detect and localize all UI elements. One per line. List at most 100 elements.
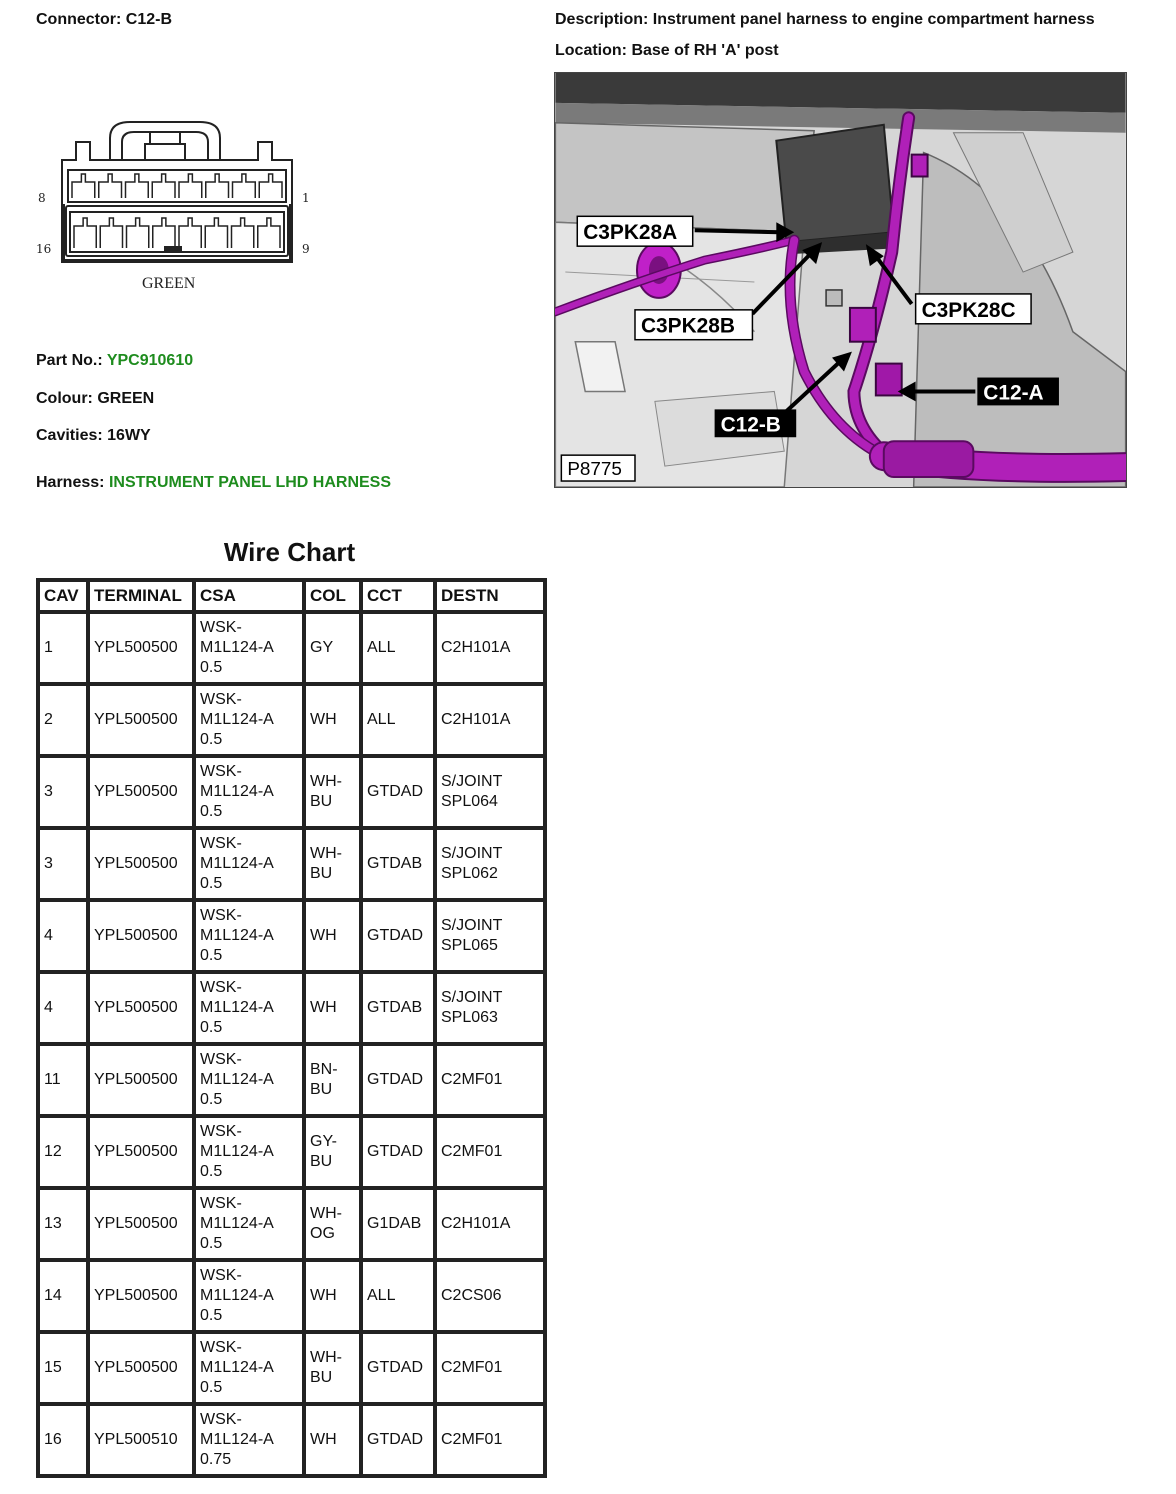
cell-terminal: YPL500500	[88, 972, 194, 1044]
header-destn: DESTN	[435, 580, 545, 612]
callout-c12-b: C12-B	[721, 413, 781, 436]
cell-cav: 1	[38, 612, 88, 684]
callout-c3pk28b: C3PK28B	[641, 315, 735, 338]
cell-destn: C2MF01	[435, 1044, 545, 1116]
cell-cct: G1DAB	[361, 1188, 435, 1260]
cell-cct: GTDAD	[361, 1044, 435, 1116]
cell-col: WH	[304, 1404, 361, 1476]
cell-destn: S/JOINT SPL065	[435, 900, 545, 972]
colour-field: Colour: GREEN	[36, 390, 154, 408]
part-no-link[interactable]: YPC910610	[106, 352, 194, 369]
cavities-label: Cavities:	[36, 427, 103, 444]
cell-cav: 3	[38, 756, 88, 828]
wire-chart-title: Wire Chart	[223, 537, 356, 567]
cell-terminal: YPL500500	[88, 1116, 194, 1188]
top-cavity-row	[71, 173, 283, 198]
cell-csa: WSK-M1L124-A 0.5	[194, 684, 304, 756]
cell-cav: 11	[38, 1044, 88, 1116]
header-cav: CAV	[38, 580, 88, 612]
connector-cavity	[231, 173, 256, 198]
cell-destn: S/JOINT SPL064	[435, 756, 545, 828]
cell-csa: WSK-M1L124-A 0.5	[194, 756, 304, 828]
cell-cct: GTDAD	[361, 1116, 435, 1188]
cell-col: WH-BU	[304, 828, 361, 900]
cell-csa: WSK-M1L124-A 0.5	[194, 612, 304, 684]
cell-terminal: YPL500500	[88, 828, 194, 900]
cell-destn: C2H101A	[435, 684, 545, 756]
connector-colour-caption: GREEN	[142, 275, 196, 292]
description-field: Description: Instrument panel harness to…	[555, 11, 1095, 29]
connector-cavity	[204, 217, 229, 248]
cell-col: WH	[304, 900, 361, 972]
cell-csa: WSK-M1L124-A 0.5	[194, 1044, 304, 1116]
cell-terminal: YPL500500	[88, 1332, 194, 1404]
connector-cavity	[152, 217, 176, 248]
cell-cct: GTDAB	[361, 972, 435, 1044]
colour-value: GREEN	[97, 390, 155, 407]
harness-label: Harness:	[36, 474, 105, 491]
connector-cavity	[125, 217, 150, 248]
header-col: COL	[304, 580, 361, 612]
connector-value: C12-B	[125, 11, 173, 28]
cell-col: WH-BU	[304, 756, 361, 828]
callout-c3pk28a: C3PK28A	[583, 221, 677, 244]
connector-label: Connector:	[36, 11, 122, 28]
connector-cavity	[178, 217, 202, 248]
cell-cav: 4	[38, 900, 88, 972]
pin-label-bottom-left: 16	[36, 242, 51, 256]
cell-terminal: YPL500500	[88, 612, 194, 684]
header-cct: CCT	[361, 580, 435, 612]
cell-destn: C2MF01	[435, 1116, 545, 1188]
figure-id: P8775	[567, 459, 622, 480]
cell-col: WH	[304, 972, 361, 1044]
connector-face-diagram: 8 1 16 9 GREEN	[36, 121, 310, 292]
cell-col: WH	[304, 1260, 361, 1332]
description-label: Description:	[555, 11, 649, 28]
cell-col: BN-BU	[304, 1044, 361, 1116]
part-no-label: Part No.:	[36, 352, 103, 369]
cell-csa: WSK-M1L124-A 0.5	[194, 1116, 304, 1188]
cell-cav: 15	[38, 1332, 88, 1404]
cell-csa: WSK-M1L124-A 0.5	[194, 900, 304, 972]
connector-cavity	[99, 217, 124, 248]
cell-csa: WSK-M1L124-A 0.5	[194, 1332, 304, 1404]
cell-col: WH	[304, 684, 361, 756]
location-field: Location: Base of RH 'A' post	[555, 42, 779, 60]
harness-field: Harness: INSTRUMENT PANEL LHD HARNESS	[36, 474, 391, 492]
location-value: Base of RH 'A' post	[631, 42, 779, 59]
cell-cct: GTDAB	[361, 828, 435, 900]
cell-cct: ALL	[361, 612, 435, 684]
cell-terminal: YPL500500	[88, 1188, 194, 1260]
cell-cav: 2	[38, 684, 88, 756]
cell-cct: GTDAD	[361, 756, 435, 828]
connector-cavity	[98, 173, 123, 198]
cell-destn: C2H101A	[435, 612, 545, 684]
wire-chart-header-row: CAV TERMINAL CSA COL CCT DESTN	[38, 580, 545, 612]
connector-field: Connector: C12-B	[36, 11, 172, 29]
cell-terminal: YPL500500	[88, 684, 194, 756]
part-no-field: Part No.: YPC910610	[36, 352, 193, 370]
cell-cav: 16	[38, 1404, 88, 1476]
header-terminal: TERMINAL	[88, 580, 194, 612]
connector-cavity	[230, 217, 255, 248]
cell-cct: GTDAD	[361, 1404, 435, 1476]
cell-cct: GTDAD	[361, 900, 435, 972]
connector-cavity	[71, 173, 96, 198]
harness-link[interactable]: INSTRUMENT PANEL LHD HARNESS	[108, 474, 392, 491]
connector-cavity	[258, 173, 283, 198]
cell-cct: ALL	[361, 684, 435, 756]
cell-cav: 4	[38, 972, 88, 1044]
callout-c12-a: C12-A	[983, 381, 1043, 404]
cavities-value: 16WY	[107, 427, 151, 444]
cell-destn: S/JOINT SPL063	[435, 972, 545, 1044]
